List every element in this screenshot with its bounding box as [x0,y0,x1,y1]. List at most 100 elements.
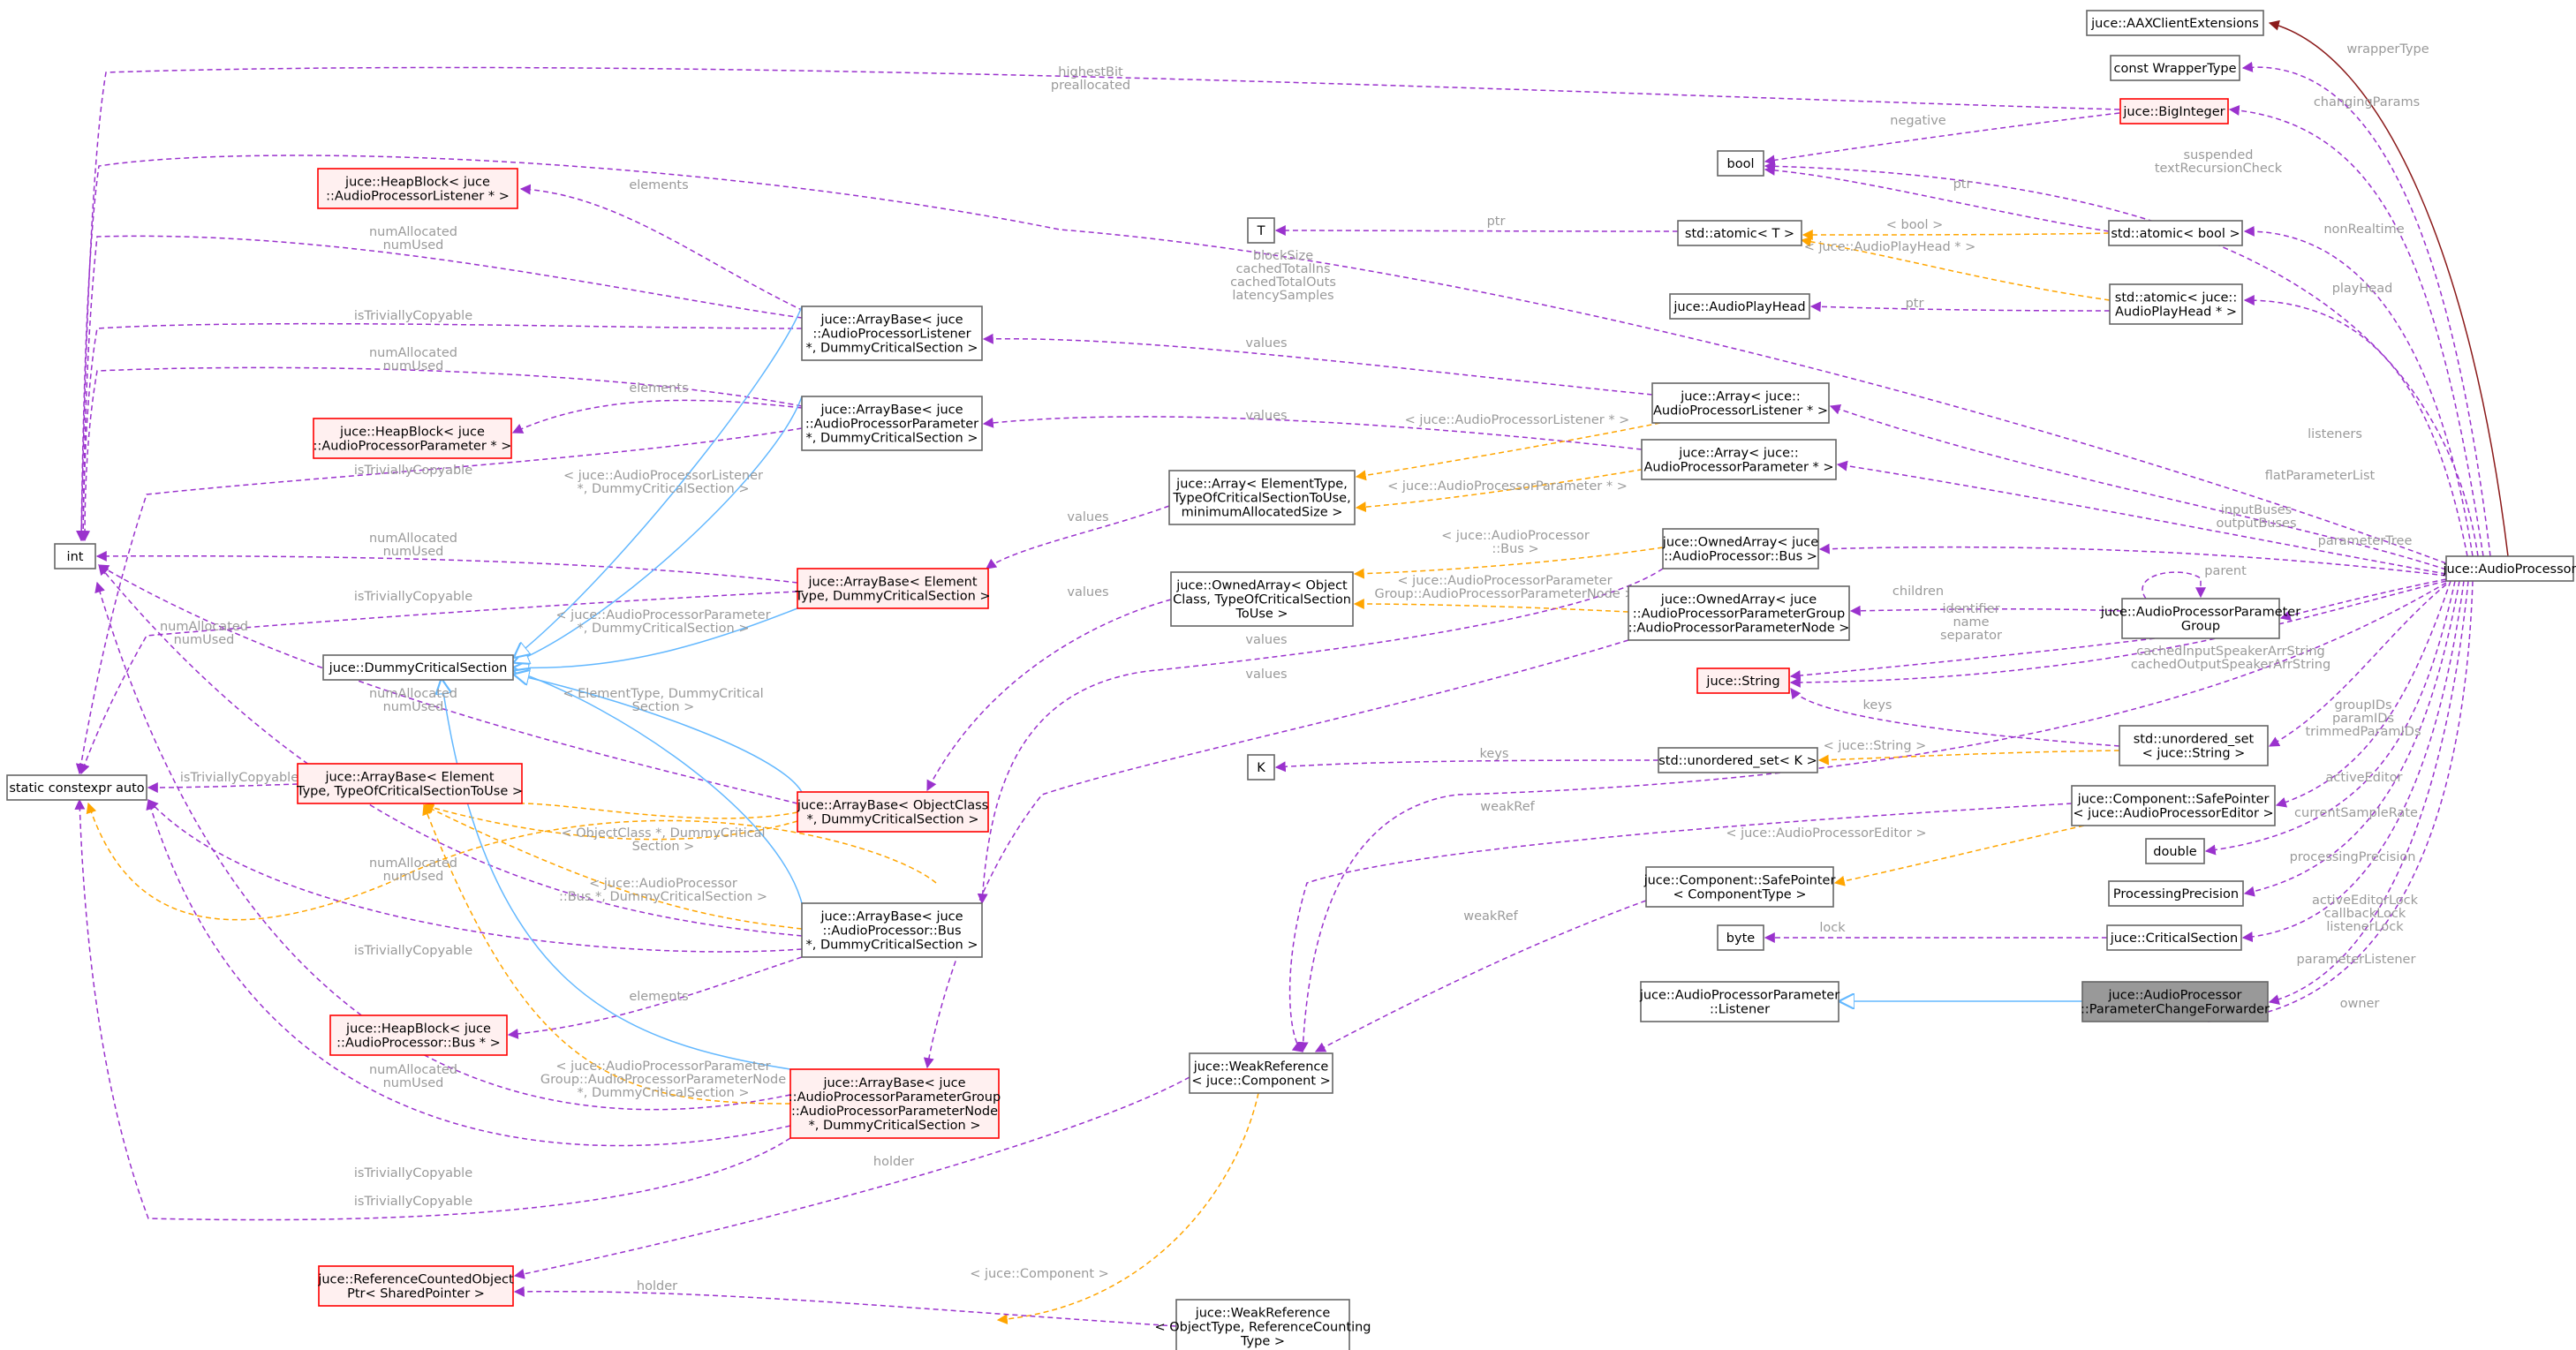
class-node-weak-comp[interactable]: juce::WeakReference< juce::Component > [1189,1052,1333,1094]
class-node-K[interactable]: K [1247,754,1275,781]
edge-label-values3: values [1067,510,1108,524]
class-node-bool[interactable]: bool [1717,150,1764,177]
class-node-uset-K[interactable]: std::unordered_set< K > [1658,747,1818,773]
class-node-processor[interactable]: juce::AudioProcessor [2443,555,2576,582]
node-box [2108,220,2243,246]
edge-41 [923,639,1629,1069]
class-node-playhead[interactable]: juce::AudioPlayHead [1669,293,1810,320]
class-node-weak-generic[interactable]: juce::WeakReference< ObjectType, Referen… [1154,1299,1371,1350]
edge-5 [1764,161,2479,557]
edge-label-ptr_bool: ptr [1953,177,1972,192]
class-node-ab-listener[interactable]: juce::ArrayBase< juce::AudioProcessorLis… [801,305,983,361]
edge-label-istc5: isTriviallyCopyable [354,944,472,958]
node-box [789,1068,1000,1139]
node-box [54,543,96,569]
edge-label-weakref2: weakRef [1463,909,1518,924]
class-node-ab-group[interactable]: juce::ArrayBase< juce::AudioProcessorPar… [789,1068,1001,1139]
class-node-uset-str[interactable]: std::unordered_set< juce::String > [2119,725,2269,766]
class-node-heap-bus[interactable]: juce::HeapBlock< juce::AudioProcessor::B… [329,1014,508,1056]
class-node-arr-listener[interactable]: juce::Array< juce::AudioProcessorListene… [1651,382,1830,424]
class-node-ab-objclass[interactable]: juce::ArrayBase< ObjectClass*, DummyCrit… [797,791,989,833]
class-node-heap-listener[interactable]: juce::HeapBlock< juce::AudioProcessorLis… [317,168,518,209]
edge-15 [78,235,803,542]
node-box [297,763,523,804]
edge-label-ptr_ph: ptr [1906,297,1924,311]
class-node-string[interactable]: juce::String [1696,667,1790,694]
class-node-dcs[interactable]: juce::DummyCriticalSection [322,654,514,681]
edge-35 [79,591,798,775]
edge-label-holder2: holder [637,1279,677,1293]
class-node-T[interactable]: T [1247,217,1275,244]
edge-75 [515,305,803,657]
edge-55 [98,564,803,937]
edge-label-values5: values [1245,633,1287,647]
edge-label-teditor: < juce::AudioProcessorEditor > [1726,826,1926,841]
class-node-atomicph[interactable]: std::atomic< juce::AudioPlayHead * > [2109,283,2243,325]
node-box [1696,667,1790,694]
edge-18 [79,366,803,542]
class-node-critsec[interactable]: juce::CriticalSection [2106,924,2242,951]
node-box [1175,1299,1350,1350]
edge-13 [1809,301,2111,313]
node-label: juce::ArrayBase< juce::AudioProcessor::B… [806,910,978,953]
class-node-int[interactable]: int [54,543,96,569]
edge-16 [78,322,803,542]
node-label: std::atomic< juce::AudioPlayHead * > [2115,291,2237,320]
class-node-byte[interactable]: byte [1717,924,1764,951]
edge-74 [515,396,803,662]
class-node-arr-generic[interactable]: juce::Array< ElementType,TypeOfCriticalS… [1168,470,1356,525]
edge-label-children: children [1892,584,1944,599]
class-node-listener[interactable]: juce::AudioProcessorParameter::Listener [1639,981,1839,1022]
node-label: bool [1727,157,1755,171]
edge-label-istc7: isTriviallyCopyable [354,1195,472,1209]
edge-26 [986,505,1170,569]
node-box [2108,880,2244,907]
edge-6 [1764,164,2110,232]
edge-label-istc2: isTriviallyCopyable [354,464,472,478]
node-box [2445,555,2574,582]
node-box [1669,293,1810,320]
edge-label-negative: negative [1890,114,1945,128]
class-node-ab-param[interactable]: juce::ArrayBase< juce::AudioProcessorPar… [801,396,983,451]
node-label: juce::BigInteger [2122,105,2225,119]
class-node-bigint[interactable]: juce::BigInteger [2119,98,2229,124]
class-node-sp-comp[interactable]: juce::Component::SafePointer< ComponentT… [1643,866,1836,908]
class-node-arr-param[interactable]: juce::Array< juce::AudioProcessorParamet… [1641,439,1837,480]
class-node-owned-bus[interactable]: juce::OwnedArray< juce::AudioProcessor::… [1662,528,1819,569]
class-node-aax[interactable]: juce::AAXClientExtensions [2086,10,2264,36]
class-node-forwarder[interactable]: juce::AudioProcessor::ParameterChangeFor… [2081,981,2270,1022]
node-box [1168,470,1356,525]
class-node-cwt[interactable]: const WrapperType [2110,55,2240,81]
edge-label-holder1: holder [873,1155,914,1169]
node-label: K [1257,761,1265,775]
edge-label-processingprecision: processingPrecision [2290,850,2416,864]
node-box [1651,382,1830,424]
class-node-owned-group[interactable]: juce::OwnedArray< juce::AudioProcessorPa… [1628,585,1850,641]
class-node-sca[interactable]: static constexpr auto [6,774,147,801]
edge-label-lock: lock [1819,921,1846,935]
class-node-heap-param[interactable]: juce::HeapBlock< juce::AudioProcessorPar… [313,418,512,459]
class-node-sp-editor[interactable]: juce::Component::SafePointer< juce::Audi… [2071,785,2276,826]
class-node-atomicbool[interactable]: std::atomic< bool > [2108,220,2243,246]
edge-30 [926,599,1172,792]
class-node-precision[interactable]: ProcessingPrecision [2108,880,2244,907]
node-label: juce::OwnedArray< juce::AudioProcessorPa… [1628,593,1850,636]
class-node-ab-bus[interactable]: juce::ArrayBase< juce::AudioProcessor::B… [801,902,983,958]
class-node-double[interactable]: double [2145,838,2205,864]
edge-25 [1355,467,1652,513]
edge-12 [2243,295,2468,557]
node-box [2121,598,2280,639]
class-node-atomicT[interactable]: std::atomic< T > [1677,220,1802,246]
